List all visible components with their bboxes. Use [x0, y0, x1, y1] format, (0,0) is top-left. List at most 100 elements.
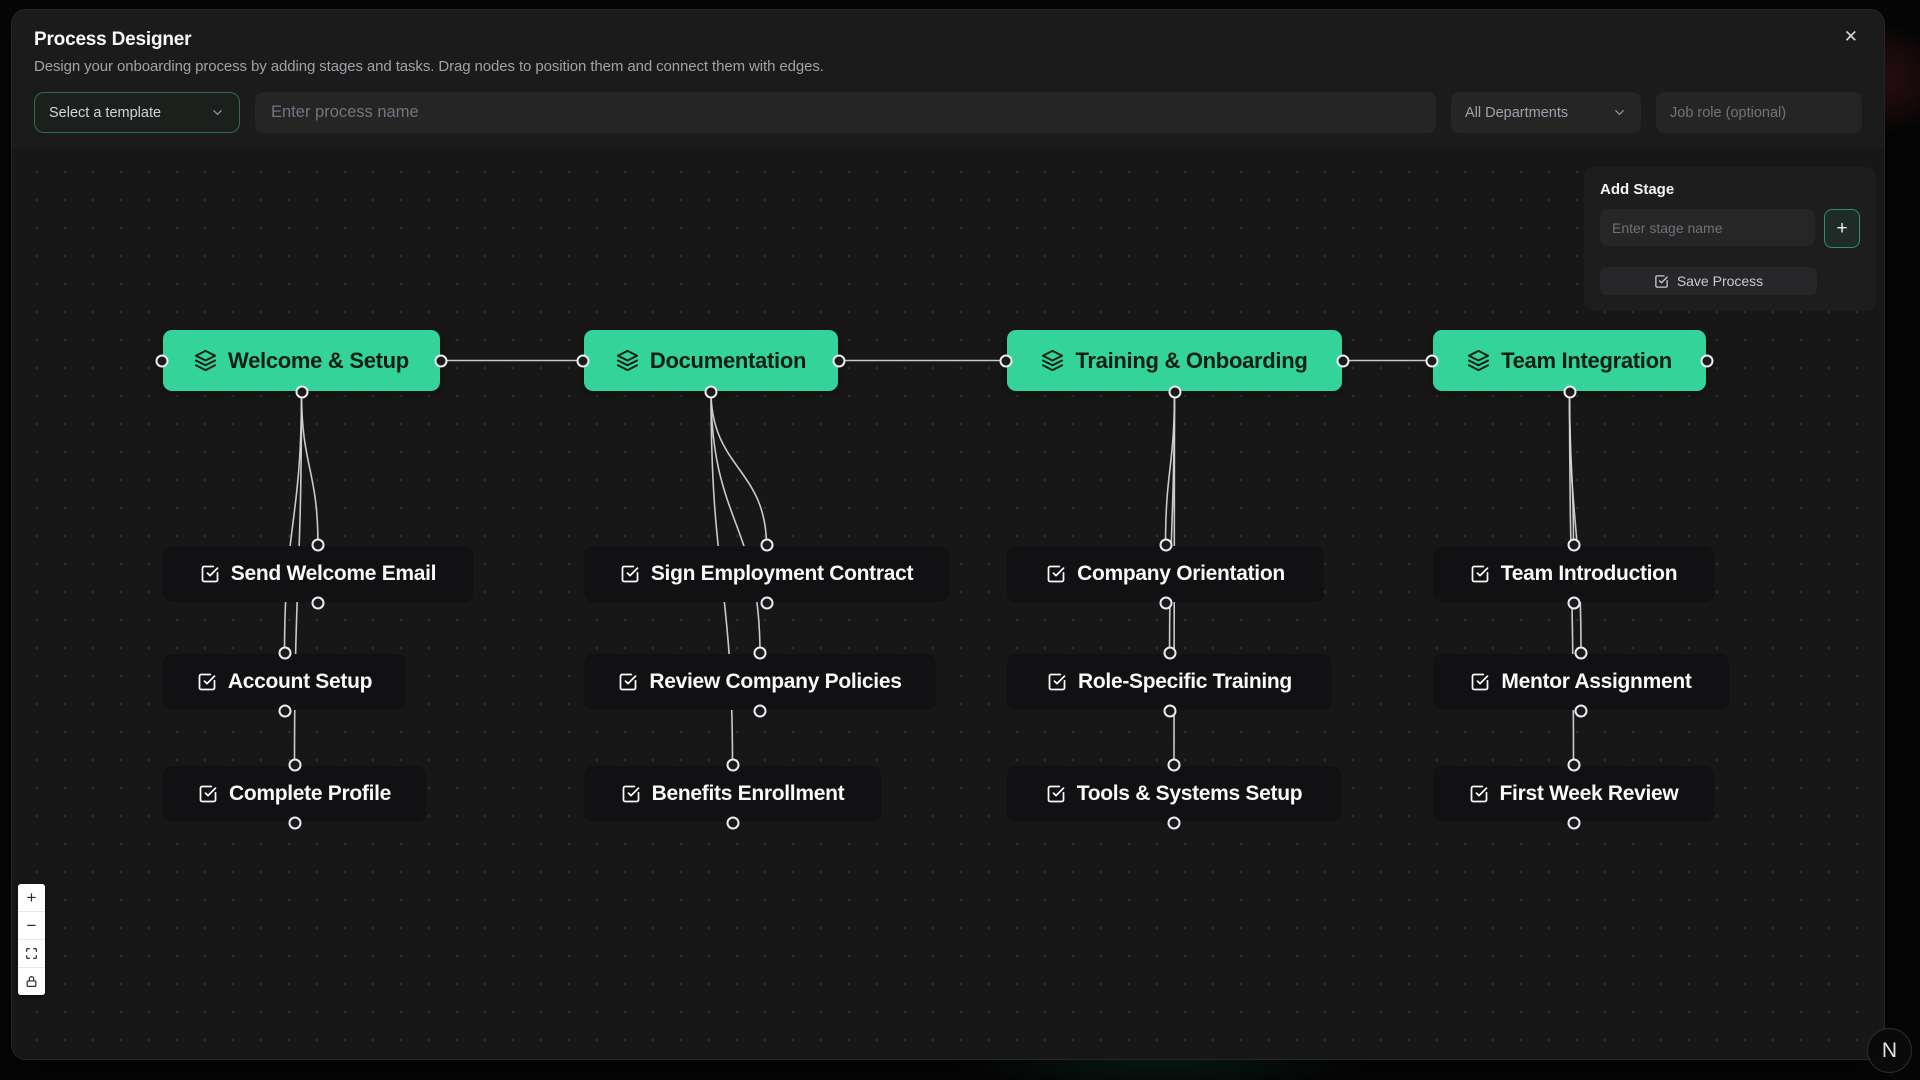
top-handle[interactable] — [1567, 538, 1580, 552]
toolbar: Select a template All Departments — [34, 92, 1862, 133]
task-node[interactable]: Mentor Assignment — [1433, 646, 1729, 718]
top-handle[interactable] — [1567, 758, 1580, 772]
bottom-handle[interactable] — [295, 385, 308, 399]
bottom-handle[interactable] — [726, 816, 739, 830]
check-square-icon — [199, 785, 217, 803]
node-label: Welcome & Setup — [228, 347, 409, 373]
top-handle[interactable] — [726, 758, 739, 772]
right-handle[interactable] — [832, 354, 846, 367]
top-handle[interactable] — [760, 538, 773, 552]
left-handle[interactable] — [999, 354, 1013, 367]
check-square-icon — [622, 785, 640, 803]
add-stage-panel: Add Stage + Save Process — [1584, 167, 1876, 311]
node-label: Benefits Enrollment — [651, 782, 845, 805]
lock-button[interactable] — [18, 968, 45, 995]
task-node[interactable]: First Week Review — [1433, 758, 1714, 830]
check-square-icon — [1048, 673, 1066, 691]
check-square-icon — [1470, 785, 1487, 803]
task-node[interactable]: Sign Employment Contract — [584, 538, 949, 610]
bottom-handle[interactable] — [288, 816, 301, 830]
node-label: Send Welcome Email — [230, 562, 437, 585]
right-handle[interactable] — [1336, 354, 1350, 367]
flow-edge — [283, 390, 303, 655]
left-handle[interactable] — [155, 354, 169, 367]
chevron-down-icon — [213, 110, 222, 115]
template-select[interactable]: Select a template — [34, 92, 240, 133]
page-subtitle: Design your onboarding process by adding… — [34, 58, 824, 75]
layers-icon — [616, 349, 638, 372]
task-node[interactable]: Team Introduction — [1433, 538, 1714, 610]
zoom-in-button[interactable]: + — [18, 884, 45, 912]
zoom-out-button[interactable]: − — [18, 912, 45, 940]
bottom-handle[interactable] — [1567, 816, 1580, 830]
department-select[interactable]: All Departments — [1451, 92, 1641, 133]
save-process-button[interactable]: Save Process — [1600, 267, 1817, 295]
top-handle[interactable] — [1163, 646, 1176, 660]
bottom-handle[interactable] — [1563, 385, 1576, 399]
task-node[interactable]: Tools & Systems Setup — [1007, 758, 1341, 830]
top-handle[interactable] — [311, 538, 325, 552]
add-stage-button[interactable]: + — [1824, 209, 1860, 248]
stage-node[interactable]: Welcome & Setup — [155, 330, 448, 399]
check-square-icon — [1472, 673, 1489, 691]
layers-icon — [1042, 349, 1064, 372]
bottom-handle[interactable] — [760, 596, 773, 610]
top-handle[interactable] — [1159, 538, 1172, 552]
check-square-icon — [1047, 565, 1065, 583]
node-label: Review Company Policies — [649, 670, 902, 693]
node-label: Mentor Assignment — [1501, 670, 1692, 693]
nextjs-badge[interactable]: N — [1867, 1028, 1912, 1073]
task-node[interactable]: Account Setup — [163, 646, 406, 718]
right-handle[interactable] — [1700, 354, 1714, 367]
bottom-handle[interactable] — [1163, 704, 1176, 718]
top-handle[interactable] — [278, 646, 291, 660]
top-handle[interactable] — [288, 758, 301, 772]
stage-node[interactable]: Training & Onboarding — [999, 330, 1350, 399]
close-icon[interactable]: ✕ — [1843, 27, 1858, 46]
job-role-input[interactable] — [1656, 92, 1862, 133]
modal-header: Process Designer Design your onboarding … — [12, 10, 1884, 75]
node-label: First Week Review — [1499, 782, 1679, 805]
bottom-handle[interactable] — [1159, 596, 1172, 610]
bottom-handle[interactable] — [278, 704, 291, 718]
check-square-icon — [1047, 785, 1065, 803]
plus-icon: + — [26, 887, 37, 907]
top-handle[interactable] — [1574, 646, 1588, 660]
flow-canvas[interactable]: Add Stage + Save Process + − — [12, 149, 1884, 1059]
task-node[interactable]: Benefits Enrollment — [584, 758, 881, 830]
left-handle[interactable] — [1425, 354, 1439, 367]
template-select-label: Select a template — [49, 104, 162, 121]
bottom-handle[interactable] — [1168, 385, 1181, 399]
add-stage-title: Add Stage — [1600, 181, 1675, 198]
task-node[interactable]: Send Welcome Email — [163, 538, 473, 610]
node-label: Complete Profile — [228, 782, 392, 805]
bottom-handle[interactable] — [704, 385, 718, 399]
bottom-handle[interactable] — [1574, 704, 1588, 718]
node-label: Team Integration — [1501, 347, 1672, 373]
right-handle[interactable] — [434, 354, 448, 367]
add-stage-row: + — [1600, 209, 1860, 248]
process-name-input[interactable] — [255, 92, 1436, 133]
stage-node[interactable]: Team Integration — [1425, 330, 1714, 399]
fit-view-button[interactable] — [18, 940, 45, 968]
bottom-handle[interactable] — [1167, 816, 1181, 830]
flow-edge — [710, 390, 768, 547]
page-title: Process Designer — [34, 29, 192, 50]
top-handle[interactable] — [1167, 758, 1181, 772]
check-square-icon — [1471, 565, 1489, 583]
save-process-label: Save Process — [1676, 273, 1764, 289]
task-node[interactable]: Complete Profile — [163, 758, 426, 830]
bottom-handle[interactable] — [753, 704, 767, 718]
stage-node[interactable]: Documentation — [576, 330, 846, 399]
left-handle[interactable] — [576, 354, 590, 367]
bottom-handle[interactable] — [1567, 596, 1580, 610]
task-node[interactable]: Review Company Policies — [584, 646, 936, 718]
node-label: Role-Specific Training — [1078, 670, 1292, 693]
layers-icon — [1468, 349, 1490, 372]
top-handle[interactable] — [753, 646, 767, 660]
stage-name-input[interactable] — [1600, 209, 1815, 246]
task-node[interactable]: Role-Specific Training — [1007, 646, 1332, 718]
task-node[interactable]: Company Orientation — [1007, 538, 1324, 610]
check-square-icon — [198, 673, 216, 691]
bottom-handle[interactable] — [311, 596, 325, 610]
